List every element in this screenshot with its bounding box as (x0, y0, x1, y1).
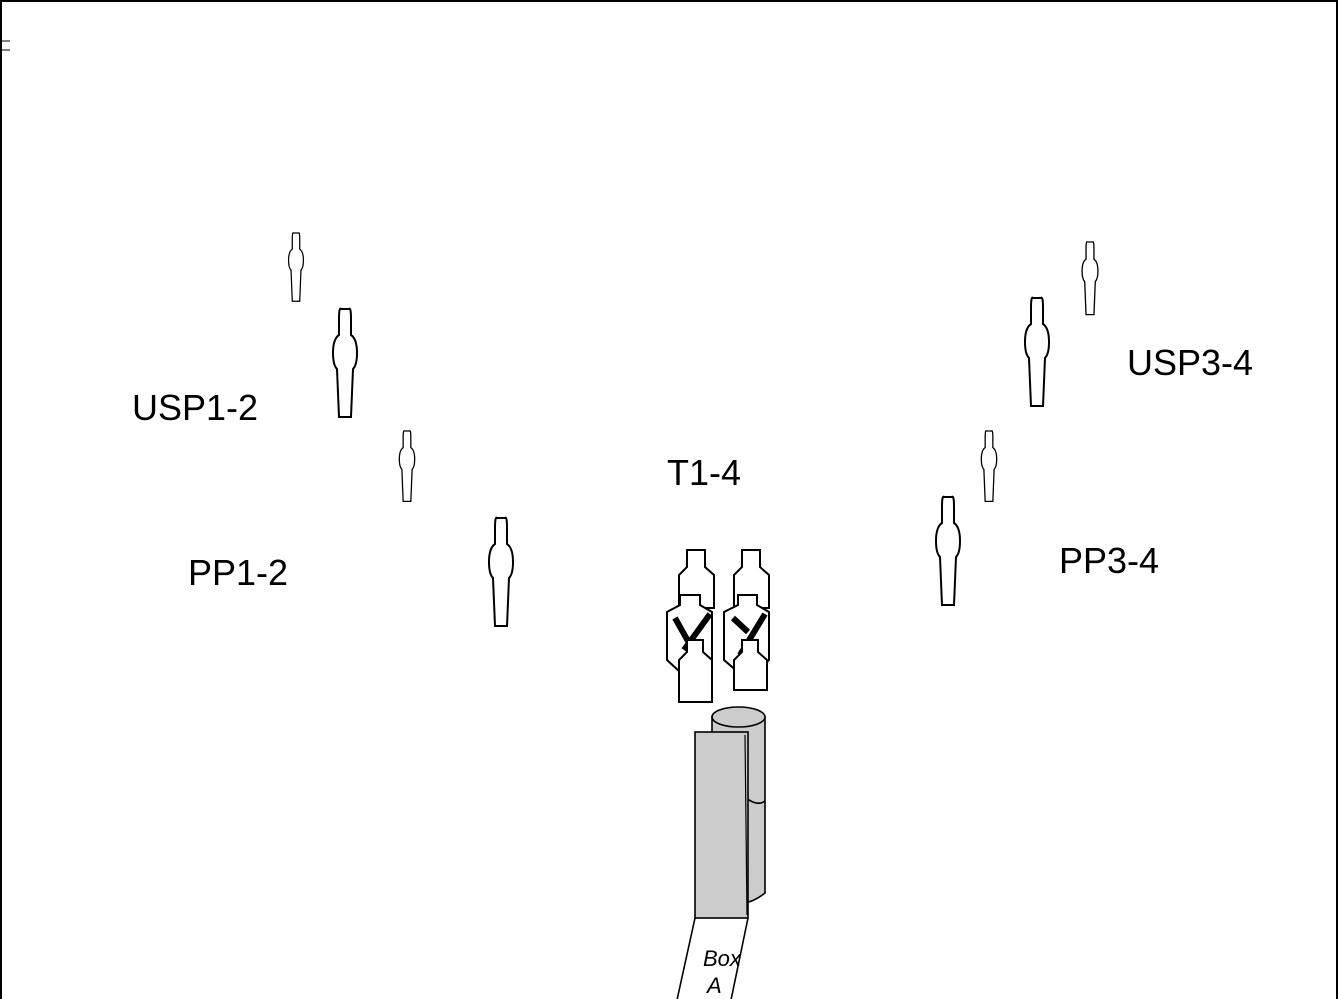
target-t1 (678, 549, 715, 609)
target-pp4-small (980, 430, 998, 503)
target-t2 (733, 549, 770, 609)
target-t3 (666, 594, 713, 703)
target-pp2-large (0, 49, 515, 627)
box-label-line2: A (705, 973, 722, 998)
label-usp1-2: USP1-2 (132, 387, 258, 428)
target-pp1-small (398, 430, 416, 503)
label-pp3-4: PP3-4 (1059, 540, 1159, 581)
target-usp4-small (1081, 241, 1099, 316)
label-pp1-2: PP1-2 (188, 552, 288, 593)
barricade-wall (694, 731, 749, 919)
label-t1-4: T1-4 (667, 452, 741, 493)
shooting-box-a: Box A (676, 917, 749, 999)
label-usp3-4: USP3-4 (1127, 342, 1253, 383)
target-pp3-large (0, 40, 962, 606)
target-usp2-large (331, 307, 359, 418)
box-label-line1: Box (703, 946, 742, 971)
target-usp1-small (287, 232, 305, 302)
target-usp3-large (1023, 296, 1051, 407)
target-t4 (723, 594, 770, 691)
targets-t1-4-cluster (666, 549, 770, 703)
